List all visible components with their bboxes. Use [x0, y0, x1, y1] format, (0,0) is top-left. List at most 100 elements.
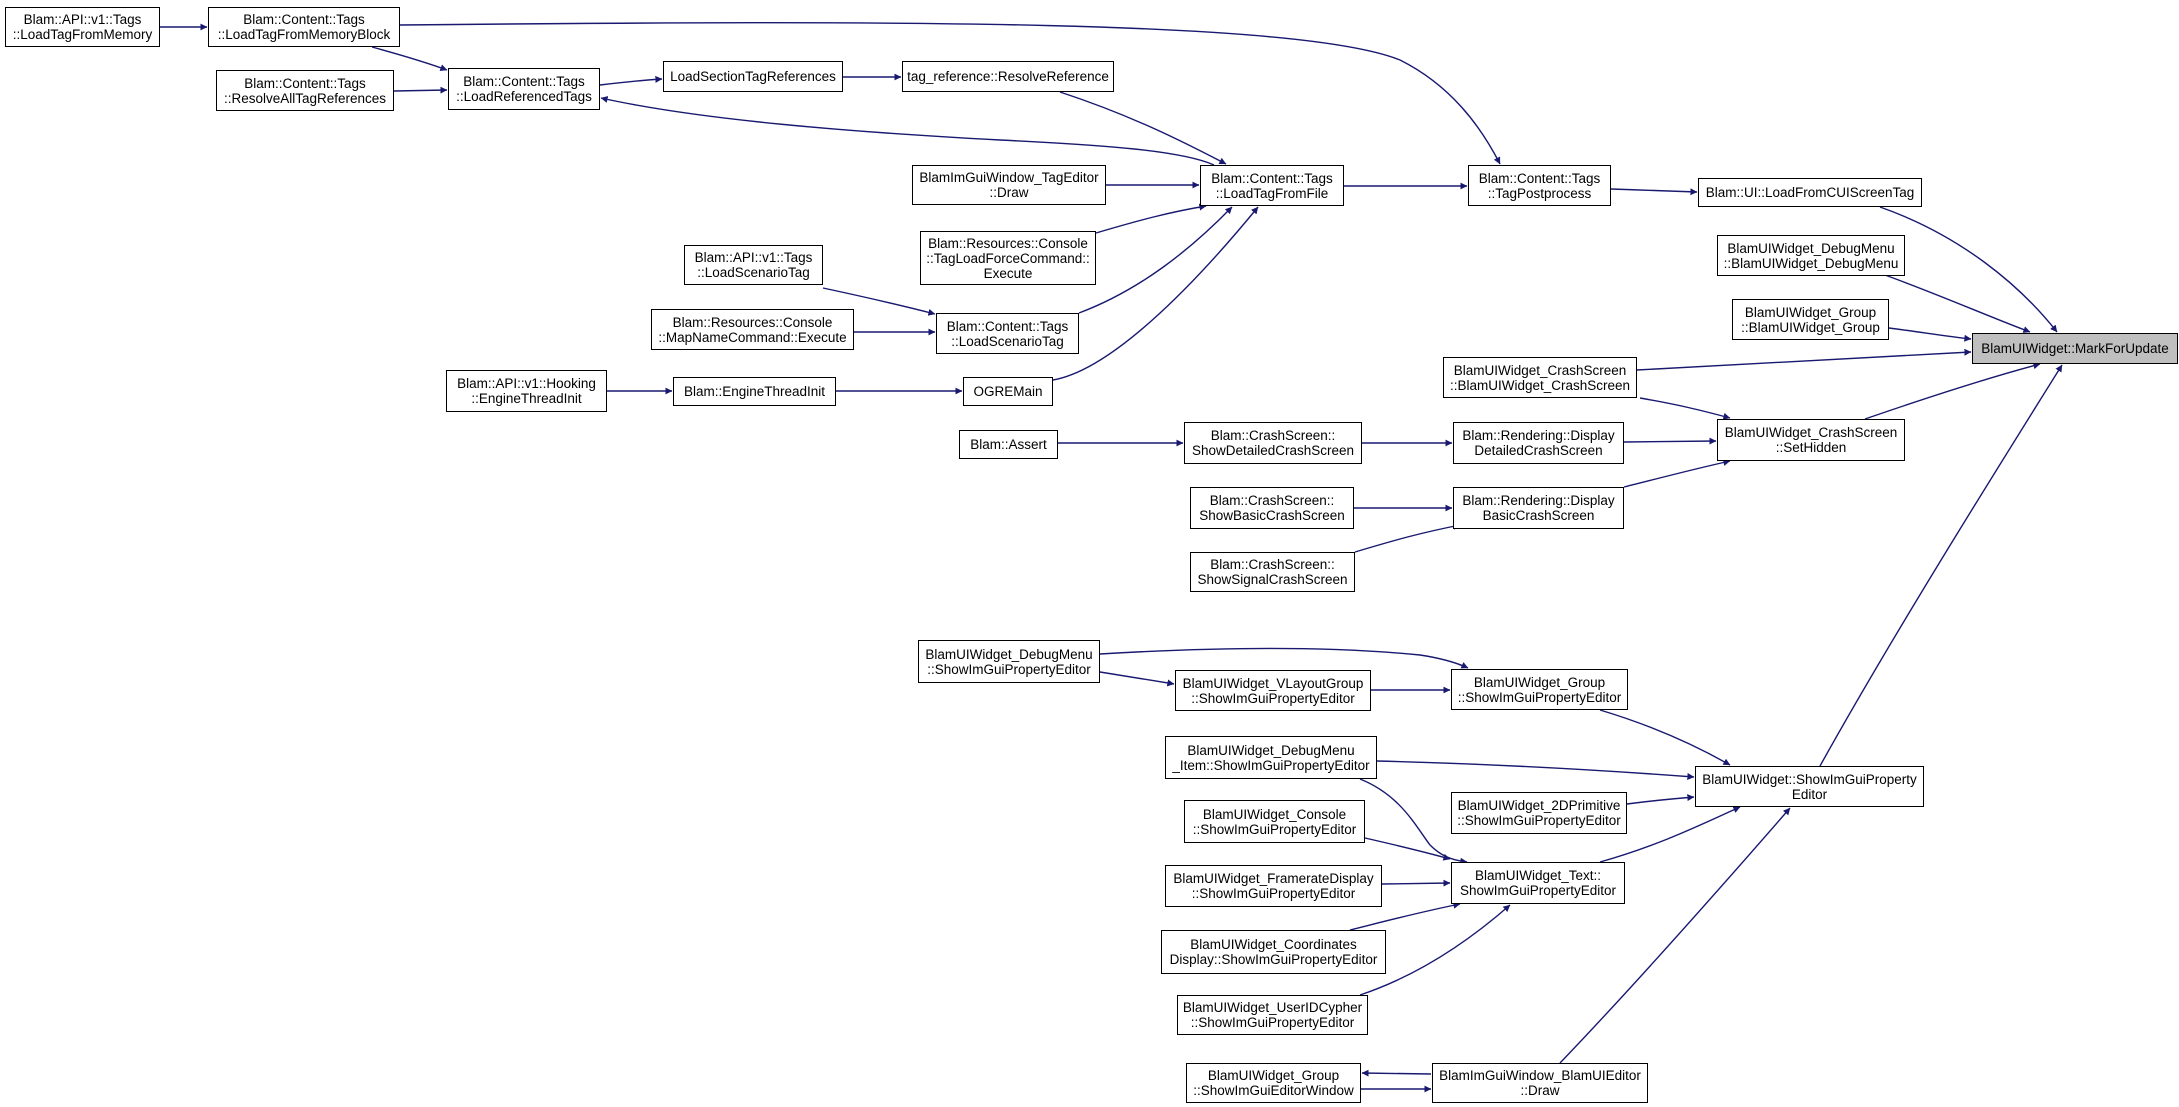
edge-debugmenuitem_pe-to-widget_pe	[1376, 760, 1695, 780]
node-label: Blam::Content::Tags::LoadTagFromMemoryBl…	[218, 12, 391, 42]
node-res-tagloadforce[interactable]: Blam::Resources::Console::TagLoadForceCo…	[920, 231, 1096, 285]
node-debugmenuitem-pe[interactable]: BlamUIWidget_DebugMenu_Item::ShowImGuiPr…	[1165, 736, 1377, 779]
node-imgui-blamuieditor[interactable]: BlamImGuiWindow_BlamUIEditor::Draw	[1432, 1063, 1648, 1103]
node-blam-assert[interactable]: Blam::Assert	[959, 430, 1058, 459]
node-label: BlamImGuiWindow_BlamUIEditor::Draw	[1439, 1068, 1641, 1098]
node-crashscreen-sethidden[interactable]: BlamUIWidget_CrashScreen::SetHidden	[1717, 419, 1905, 461]
node-label-line: Blam::Content::Tags	[463, 74, 585, 89]
node-label-line: Blam::Resources::Console	[928, 235, 1088, 251]
node-ct-tagpostprocess[interactable]: Blam::Content::Tags::TagPostprocess	[1468, 165, 1611, 206]
node-label-line: BlamUIWidget_DebugMenu	[1187, 742, 1355, 758]
node-label: Blam::Assert	[970, 437, 1047, 452]
node-text-pe[interactable]: BlamUIWidget_Text::ShowImGuiPropertyEdit…	[1451, 862, 1625, 904]
node-label: Blam::Content::Tags::LoadTagFromFile	[1211, 171, 1333, 201]
node-imgui-tageditor[interactable]: BlamImGuiWindow_TagEditor::Draw	[912, 165, 1106, 205]
node-label-line: Blam::Content::Tags	[1478, 170, 1601, 186]
node-label-line: ::ResolveAllTagReferences	[223, 90, 387, 106]
node-group-ctor[interactable]: BlamUIWidget_Group::BlamUIWidget_Group	[1732, 299, 1889, 340]
node-label-line: ::LoadReferencedTags	[456, 89, 592, 104]
node-label: BlamUIWidget_DebugMenu::BlamUIWidget_Deb…	[1724, 241, 1899, 271]
node-label-line: Display::ShowImGuiPropertyEditor	[1169, 952, 1378, 967]
node-label-line: ::LoadScenarioTag	[951, 333, 1064, 349]
node-debugmenu-pe[interactable]: BlamUIWidget_DebugMenu::ShowImGuiPropert…	[918, 640, 1100, 683]
node-ct-loadreferenced[interactable]: Blam::Content::Tags::LoadReferencedTags	[448, 68, 600, 110]
edge-debugmenu_pe-to-vlayout_pe	[1099, 671, 1175, 687]
node-label-line: BlamUIWidget_Group	[1744, 304, 1877, 320]
node-label-line: ::ShowImGuiPropertyEditor	[1191, 886, 1356, 901]
node-label-line: ::EngineThreadInit	[471, 391, 582, 406]
node-label: Blam::Content::Tags::LoadReferencedTags	[456, 74, 592, 104]
node-group-editorwindow[interactable]: BlamUIWidget_Group::ShowImGuiEditorWindo…	[1186, 1063, 1361, 1103]
node-label: BlamUIWidget_Console::ShowImGuiPropertyE…	[1193, 807, 1357, 837]
node-label-line: Blam::Resources::Console	[672, 314, 833, 330]
node-cs-signal[interactable]: Blam::CrashScreen::ShowSignalCrashScreen	[1190, 552, 1355, 592]
edge-cs_signal-to-rd_basic	[1354, 522, 1461, 553]
node-label-line: _Item::ShowImGuiPropertyEditor	[1172, 757, 1370, 773]
node-group-pe[interactable]: BlamUIWidget_Group::ShowImGuiPropertyEdi…	[1451, 669, 1628, 710]
edge-framerate_pe-to-text_pe	[1381, 879, 1451, 887]
node-label-line: ::LoadTagFromFile	[1215, 185, 1329, 201]
node-label: Blam::Resources::Console::MapNameCommand…	[658, 315, 846, 345]
node-loadsection[interactable]: LoadSectionTagReferences	[663, 61, 843, 92]
node-api-loadscenario[interactable]: Blam::API::v1::Tags::LoadScenarioTag	[684, 245, 823, 285]
node-label-line: BlamUIWidget_2DPrimitive	[1457, 798, 1621, 813]
edge-crashscreen_ctor-to-root	[1636, 348, 1972, 371]
edge-console_pe-to-text_pe	[1364, 837, 1451, 861]
node-primitive2d-pe[interactable]: BlamUIWidget_2DPrimitive::ShowImGuiPrope…	[1451, 792, 1627, 834]
node-label-line: BlamImGuiWindow_TagEditor	[919, 170, 1099, 185]
node-label: Blam::CrashScreen::ShowSignalCrashScreen	[1197, 557, 1347, 587]
node-ct-resolvealltags[interactable]: Blam::Content::Tags::ResolveAllTagRefere…	[216, 70, 394, 111]
node-label-line: Blam::Content::Tags	[243, 12, 365, 27]
node-ct-loadtagfromfile[interactable]: Blam::Content::Tags::LoadTagFromFile	[1200, 165, 1344, 206]
edge-group_pe-to-widget_pe	[1599, 709, 1731, 766]
node-label-line: DetailedCrashScreen	[1474, 443, 1603, 458]
node-label: Blam::CrashScreen::ShowBasicCrashScreen	[1199, 493, 1345, 523]
node-cs-basic[interactable]: Blam::CrashScreen::ShowBasicCrashScreen	[1190, 487, 1354, 529]
node-label-line: Blam::CrashScreen::	[1209, 493, 1335, 508]
node-label-line: Blam::Rendering::Display	[1462, 428, 1615, 443]
node-enginethreadinit[interactable]: Blam::EngineThreadInit	[673, 377, 836, 406]
node-label: BlamUIWidget_2DPrimitive::ShowImGuiPrope…	[1457, 798, 1621, 828]
edge-ct_loadscenario-to-ct_loadtagfromfile	[1078, 206, 1233, 314]
edge-ct_loadtagmemblock-to-ct_tagpostprocess	[399, 22, 1501, 165]
node-console-pe[interactable]: BlamUIWidget_Console::ShowImGuiPropertyE…	[1184, 800, 1365, 843]
node-label-line: Blam::UI::LoadFromCUIScreenTag	[1705, 185, 1915, 200]
node-ogremain[interactable]: OGREMain	[963, 377, 1053, 406]
node-label-line: BlamUIWidget_Text::	[1474, 868, 1602, 883]
node-ct-loadscenario[interactable]: Blam::Content::Tags::LoadScenarioTag	[936, 313, 1079, 354]
node-label-line: BlamUIWidget_CrashScreen	[1453, 362, 1627, 378]
node-label-line: Blam::EngineThreadInit	[683, 384, 826, 399]
node-label: BlamUIWidget_Group::ShowImGuiPropertyEdi…	[1458, 675, 1622, 705]
node-vlayout-pe[interactable]: BlamUIWidget_VLayoutGroup::ShowImGuiProp…	[1175, 670, 1371, 711]
node-tagref-resolve[interactable]: tag_reference::ResolveReference	[902, 61, 1114, 92]
node-ui-loadfromcui[interactable]: Blam::UI::LoadFromCUIScreenTag	[1698, 178, 1922, 207]
edge-useridcypher_pe-to-text_pe	[1359, 904, 1511, 996]
node-api-hooking[interactable]: Blam::API::v1::Hooking::EngineThreadInit	[446, 370, 607, 412]
edge-debugmenu_ctor-to-root	[1884, 274, 2031, 333]
node-crashscreen-ctor[interactable]: BlamUIWidget_CrashScreen::BlamUIWidget_C…	[1443, 357, 1637, 398]
node-label-line: BlamUIWidget::ShowImGuiProperty	[1702, 771, 1917, 787]
node-useridcypher-pe[interactable]: BlamUIWidget_UserIDCypher::ShowImGuiProp…	[1177, 995, 1368, 1035]
node-label-line: OGREMain	[973, 384, 1043, 399]
edge-ui_loadfromcui-to-root	[1879, 206, 2058, 333]
node-label-line: ::ShowImGuiPropertyEditor	[927, 661, 1091, 677]
node-label-line: ::TagLoadForceCommand::	[926, 250, 1090, 266]
node-framerate-pe[interactable]: BlamUIWidget_FramerateDisplay::ShowImGui…	[1165, 865, 1382, 907]
node-label-line: ::ShowImGuiPropertyEditor	[1457, 813, 1621, 828]
node-ct-loadtagmemblock[interactable]: Blam::Content::Tags::LoadTagFromMemoryBl…	[208, 7, 400, 47]
node-api-loadtagmem[interactable]: Blam::API::v1::Tags::LoadTagFromMemory	[5, 7, 160, 47]
node-res-mapname[interactable]: Blam::Resources::Console::MapNameCommand…	[651, 309, 854, 350]
node-label-line: BlamImGuiWindow_BlamUIEditor	[1439, 1068, 1641, 1083]
node-label-line: Blam::CrashScreen::	[1210, 428, 1336, 443]
node-debugmenu-ctor[interactable]: BlamUIWidget_DebugMenu::BlamUIWidget_Deb…	[1717, 235, 1905, 276]
node-label-line: ::LoadScenarioTag	[697, 265, 810, 280]
node-label-line: tag_reference::ResolveReference	[907, 69, 1109, 84]
node-label-line: Blam::CrashScreen::	[1210, 557, 1335, 572]
node-cs-detailed[interactable]: Blam::CrashScreen::ShowDetailedCrashScre…	[1184, 422, 1362, 464]
